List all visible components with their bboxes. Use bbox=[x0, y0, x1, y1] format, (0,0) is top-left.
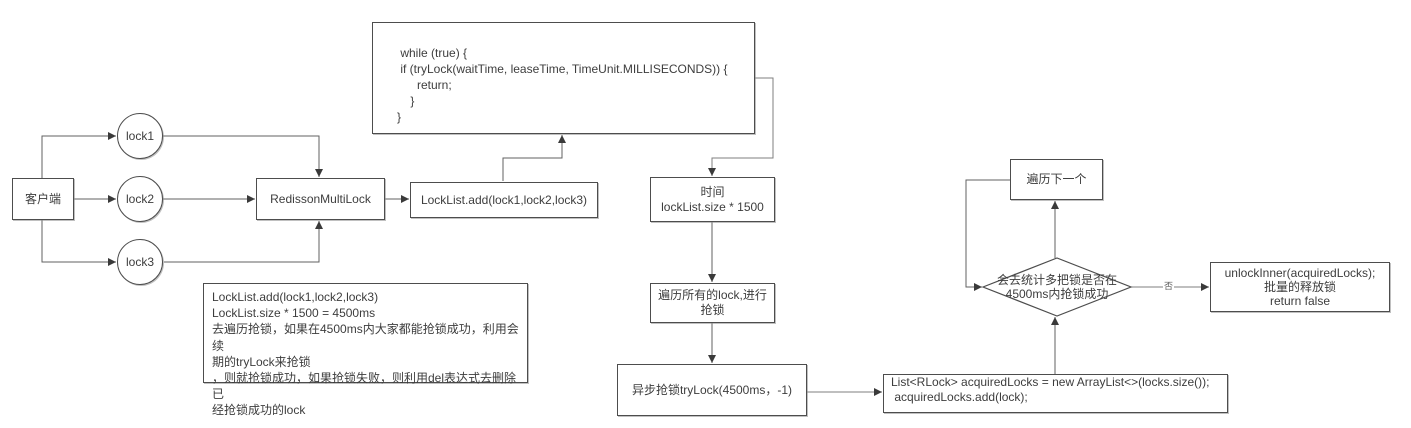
edge-client-lock1 bbox=[41, 132, 116, 178]
edge-next-decision-loop bbox=[965, 179, 1010, 291]
node-iterate-line2: 抢锁 bbox=[700, 303, 725, 317]
decision-diamond bbox=[981, 257, 1133, 317]
node-lock1: lock1 bbox=[117, 113, 163, 159]
node-unlock-line1: unlockInner(acquiredLocks); bbox=[1224, 266, 1376, 280]
node-unlock-inner: unlockInner(acquiredLocks); 批量的释放锁 retur… bbox=[1210, 262, 1390, 312]
node-acquired-line2: acquiredLocks.add(lock); bbox=[891, 390, 1028, 404]
node-unlock-line2: 批量的释放锁 bbox=[1263, 280, 1336, 294]
edge-lock3-redisson bbox=[164, 221, 323, 263]
node-acquired-line1: List<RLock> acquiredLocks = new ArrayLis… bbox=[891, 375, 1210, 389]
node-time-line2: lockList.size * 1500 bbox=[661, 199, 764, 214]
node-lock1-label: lock1 bbox=[125, 128, 154, 143]
node-lock3: lock3 bbox=[117, 239, 163, 285]
node-locklist-add-label: LockList.add(lock1,lock2,lock3) bbox=[420, 192, 588, 207]
node-lock2-label: lock2 bbox=[125, 191, 154, 206]
node-redisson-label: RedissonMultiLock bbox=[270, 191, 371, 206]
node-trylock-code: while (true) { if (tryLock(waitTime, lea… bbox=[372, 22, 755, 134]
node-client: 客户端 bbox=[12, 178, 74, 220]
node-acquired-locks: List<RLock> acquiredLocks = new ArrayLis… bbox=[883, 374, 1228, 413]
note-line: LockList.size * 1500 = 4500ms bbox=[212, 306, 376, 321]
node-async-trylock-label: 异步抢锁tryLock(4500ms，-1) bbox=[631, 382, 793, 397]
edge-locklist-code bbox=[502, 135, 566, 181]
node-next-iteration: 遍历下一个 bbox=[1010, 159, 1103, 200]
node-time: 时间 lockList.size * 1500 bbox=[650, 177, 775, 222]
note-line: ，则就抢锁成功，如果抢锁失败，则利用del表达式去删除已 bbox=[212, 371, 517, 402]
edge-lock1-redisson bbox=[163, 135, 323, 177]
note-line: 去遍历抢锁，如果在4500ms内大家都能抢锁成功，利用会续 bbox=[212, 322, 519, 353]
note-line: LockList.add(lock1,lock2,lock3) bbox=[212, 290, 379, 304]
node-time-line1: 时间 bbox=[700, 184, 725, 199]
node-redisson-multilock: RedissonMultiLock bbox=[256, 178, 385, 220]
note-box: LockList.add(lock1,lock2,lock3) LockList… bbox=[203, 283, 528, 417]
edge-client-lock3 bbox=[41, 220, 116, 266]
decision-label-line1: 会去统计多把锁是否在 bbox=[996, 273, 1117, 287]
node-lock3-label: lock3 bbox=[125, 254, 154, 269]
decision-label-line2: 4500ms内抢锁成功 bbox=[1005, 287, 1109, 301]
node-iterate-line1: 遍历所有的lock,进行 bbox=[658, 288, 767, 302]
node-client-label: 客户端 bbox=[24, 191, 61, 206]
note-line: 期的tryLock来抢锁 bbox=[212, 354, 311, 369]
node-lock2: lock2 bbox=[117, 176, 163, 222]
node-iterate-locks: 遍历所有的lock,进行 抢锁 bbox=[650, 283, 775, 323]
node-next-iteration-label: 遍历下一个 bbox=[1026, 172, 1087, 186]
edge-code-time bbox=[708, 77, 774, 176]
node-locklist-add: LockList.add(lock1,lock2,lock3) bbox=[410, 182, 598, 218]
decision-label: 会去统计多把锁是否在 4500ms内抢锁成功 bbox=[982, 273, 1132, 301]
note-line: 经抢锁成功的lock bbox=[212, 403, 306, 418]
edge-label-no: 否 bbox=[1163, 281, 1175, 291]
node-async-trylock: 异步抢锁tryLock(4500ms，-1) bbox=[617, 364, 807, 416]
trylock-code-text: while (true) { if (tryLock(waitTime, lea… bbox=[397, 46, 728, 124]
node-unlock-line3: return false bbox=[1269, 294, 1331, 308]
